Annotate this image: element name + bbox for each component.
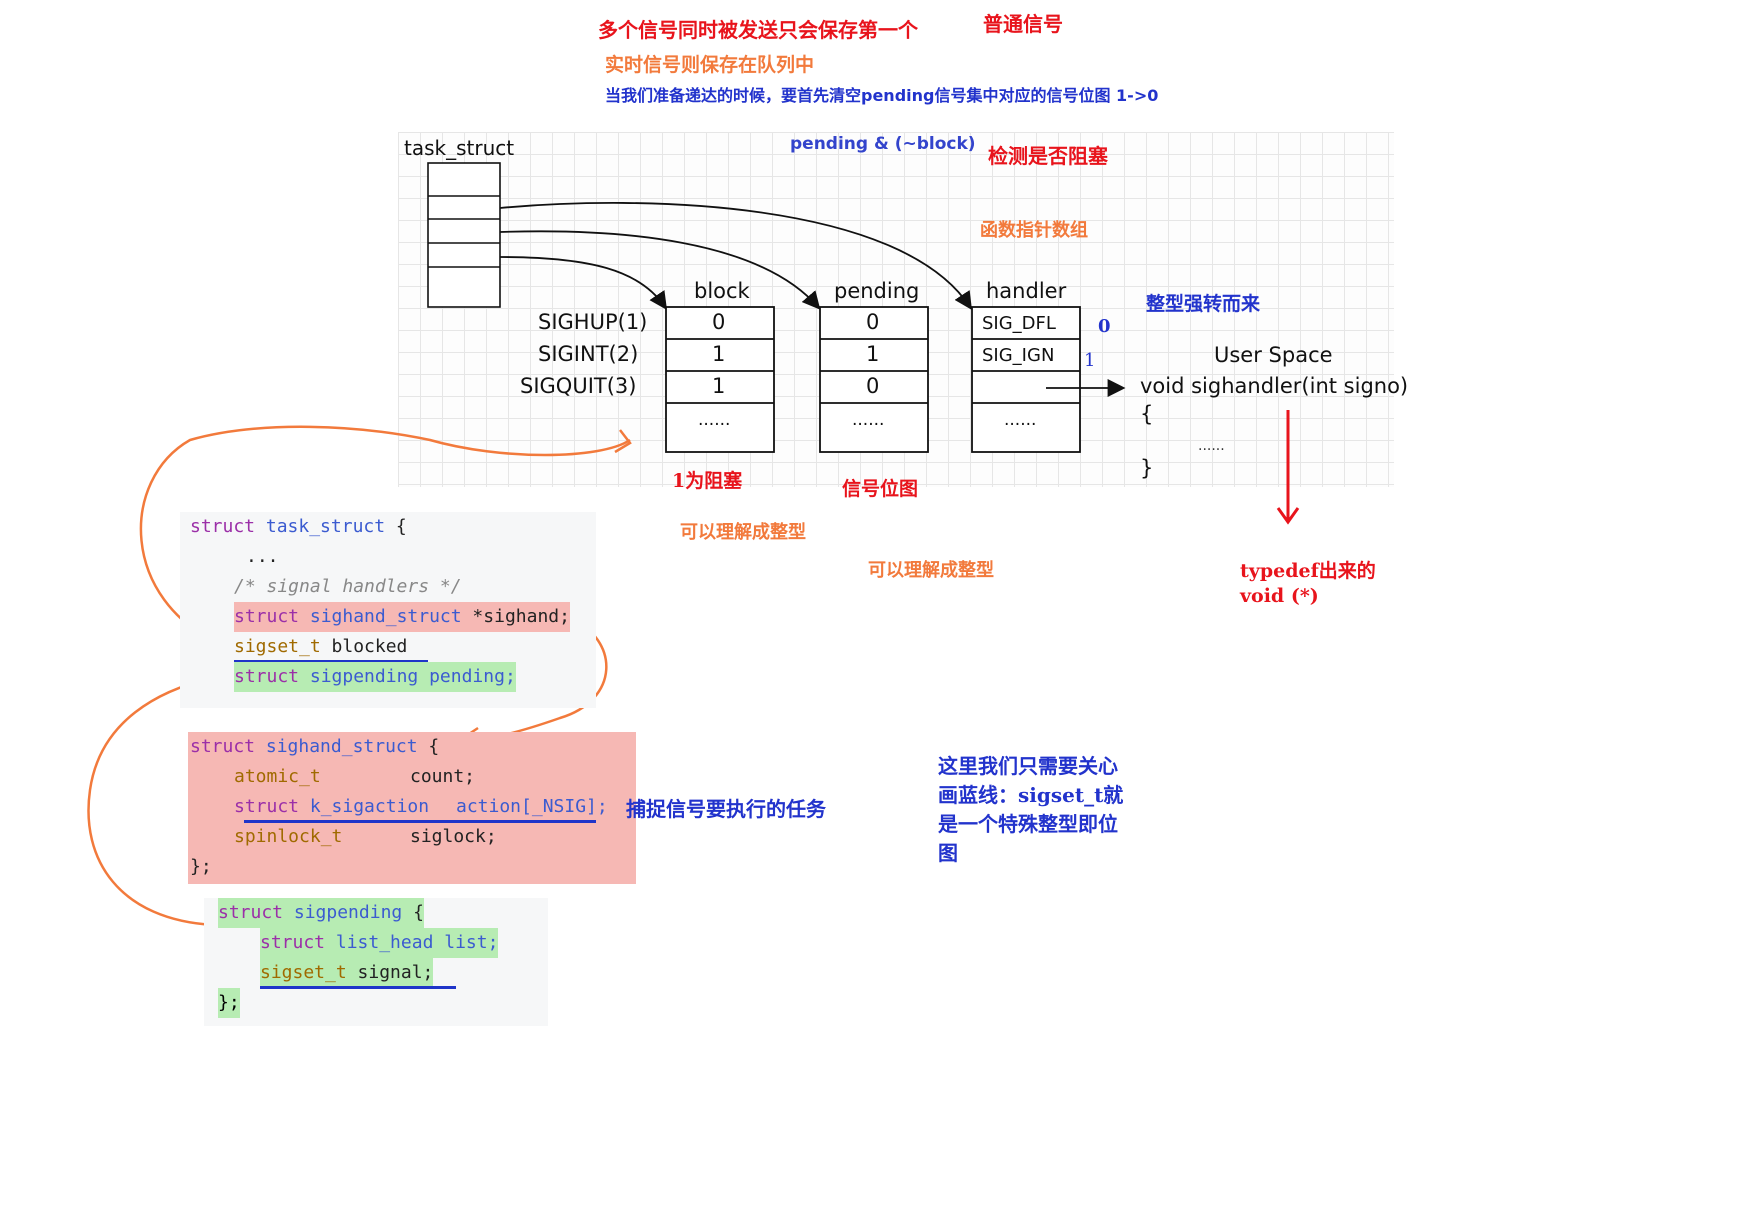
code-line-action-field: action[_NSIG];	[456, 796, 608, 817]
code-line: };	[218, 988, 240, 1018]
note-catch-task: 捕捉信号要执行的任务	[626, 797, 826, 821]
pending-cell: 1	[866, 342, 880, 366]
code-line: struct sigpending {	[218, 898, 424, 928]
pending-cell: 0	[866, 374, 880, 398]
note-comment-line: 这里我们只需要关心	[938, 754, 1118, 778]
block-cell: 1	[712, 374, 726, 398]
handler-index-0: 0	[1098, 316, 1111, 337]
handler-column	[971, 306, 1081, 453]
sighandler-signature: void sighandler(int signo)	[1140, 374, 1409, 398]
arrow-to-pending	[499, 230, 821, 310]
code-line-action: struct k_sigaction	[234, 796, 430, 817]
pending-cell: 0	[866, 310, 880, 334]
arrow-to-handler	[499, 202, 972, 311]
code-line: ...	[246, 546, 279, 567]
code-line: struct sighand_struct {	[190, 736, 440, 757]
note-comment-line: 图	[938, 841, 958, 865]
code-line-pending: struct sigpending pending;	[234, 662, 516, 692]
note-understand-int-1: 可以理解成整型	[680, 522, 806, 543]
note-comment-line: 是一个特殊整型即位	[938, 812, 1118, 836]
note-clear-pending: 当我们准备递达的时候，要首先清空pending信号集中对应的信号位图 1->0	[605, 86, 1159, 105]
signal-label-sigint: SIGINT(2)	[538, 342, 639, 366]
note-typedef-2: void (*)	[1240, 585, 1319, 607]
column-header-handler: handler	[986, 279, 1067, 303]
column-header-pending: pending	[834, 279, 920, 303]
handler-index-1: 1	[1084, 350, 1096, 371]
code-line: siglock;	[410, 826, 497, 847]
block-cell: 0	[712, 310, 726, 334]
block-cell-more: ......	[698, 410, 731, 430]
blue-underline	[234, 660, 428, 663]
signal-label-sigquit: SIGQUIT(3)	[520, 374, 637, 398]
blue-underline	[244, 820, 596, 823]
arrow-to-block	[499, 256, 668, 310]
note-function-pointer-array: 函数指针数组	[980, 220, 1088, 241]
note-understand-int-2: 可以理解成整型	[868, 560, 994, 581]
brace-body: ......	[1198, 438, 1225, 454]
code-line-signal: sigset_t signal;	[260, 958, 434, 988]
note-normal-signal: 普通信号	[983, 12, 1063, 36]
code-line: atomic_t	[234, 766, 321, 787]
note-typedef-1: typedef出来的	[1240, 560, 1376, 582]
pending-cell-more: ......	[852, 410, 885, 430]
orange-curve-blocked-to-block	[139, 425, 631, 647]
brace-open: {	[1140, 402, 1154, 426]
note-realtime-queue: 实时信号则保存在队列中	[605, 54, 815, 76]
code-sigpending: struct sigpending { struct list_head lis…	[204, 898, 548, 1026]
block-cell: 1	[712, 342, 726, 366]
note-check-blocked: 检测是否阻塞	[988, 144, 1108, 168]
note-int-cast: 整型强转而来	[1146, 293, 1261, 315]
note-signal-bitmap: 信号位图	[842, 478, 919, 500]
code-line: spinlock_t	[234, 826, 343, 847]
orange-curve-sigpending	[87, 676, 215, 927]
blue-underline	[260, 986, 456, 989]
block-column	[665, 306, 775, 453]
handler-cell: SIG_IGN	[982, 345, 1055, 366]
code-task-struct: struct task_struct { ... /* signal handl…	[180, 512, 596, 708]
task-struct-label: task_struct	[404, 136, 515, 160]
column-header-block: block	[694, 279, 750, 303]
note-comment-line: 画蓝线：sigset_t就	[938, 783, 1124, 807]
note-one-is-blocked: 1为阻塞	[672, 470, 743, 492]
code-sighand-struct: struct sighand_struct { atomic_t count; …	[188, 732, 636, 884]
pending-mask-expr: pending & (~block)	[790, 134, 976, 154]
code-line: };	[190, 856, 212, 877]
code-line-blocked: sigset_t blocked	[234, 636, 408, 657]
code-line: struct task_struct {	[190, 516, 407, 537]
note-first-only: 多个信号同时被发送只会保存第一个	[598, 18, 918, 42]
pending-column	[819, 306, 929, 453]
signal-label-sighup: SIGHUP(1)	[538, 310, 648, 334]
task-struct-box	[427, 162, 501, 308]
handler-cell-more: ......	[1004, 410, 1037, 430]
code-comment: /* signal handlers */	[234, 576, 462, 597]
brace-close: }	[1140, 456, 1154, 480]
code-line: count;	[410, 766, 476, 787]
code-line-sighand: struct sighand_struct *sighand;	[234, 602, 570, 632]
handler-cell: SIG_DFL	[982, 313, 1056, 334]
user-space-label: User Space	[1214, 343, 1333, 367]
code-line: struct list_head list;	[260, 928, 499, 958]
